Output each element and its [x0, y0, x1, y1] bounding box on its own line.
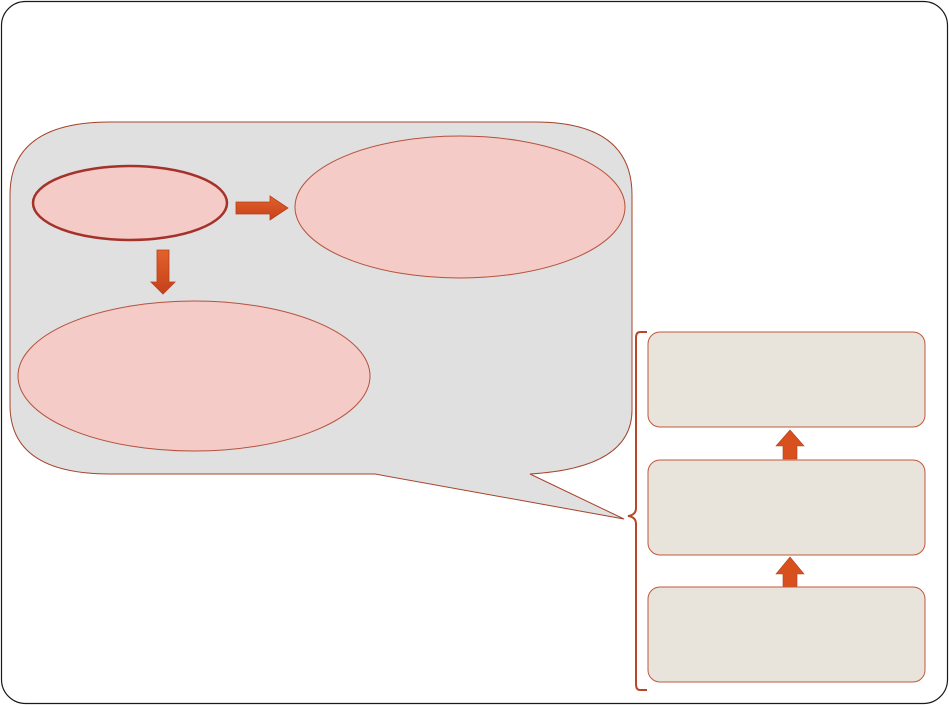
- stack-box-bottom: [647, 586, 926, 683]
- arrow-right-icon: [235, 195, 289, 221]
- top-right-oval: [294, 135, 626, 279]
- arrow-up-icon: [775, 429, 805, 460]
- arrow-up-icon: [775, 556, 805, 588]
- arrow-down-icon: [150, 249, 176, 295]
- top-left-oval: [31, 164, 229, 242]
- bottom-left-oval: [17, 300, 371, 452]
- stack-box-top: [647, 331, 926, 428]
- stack-box-middle: [647, 459, 926, 556]
- bracket-brace: [627, 331, 647, 691]
